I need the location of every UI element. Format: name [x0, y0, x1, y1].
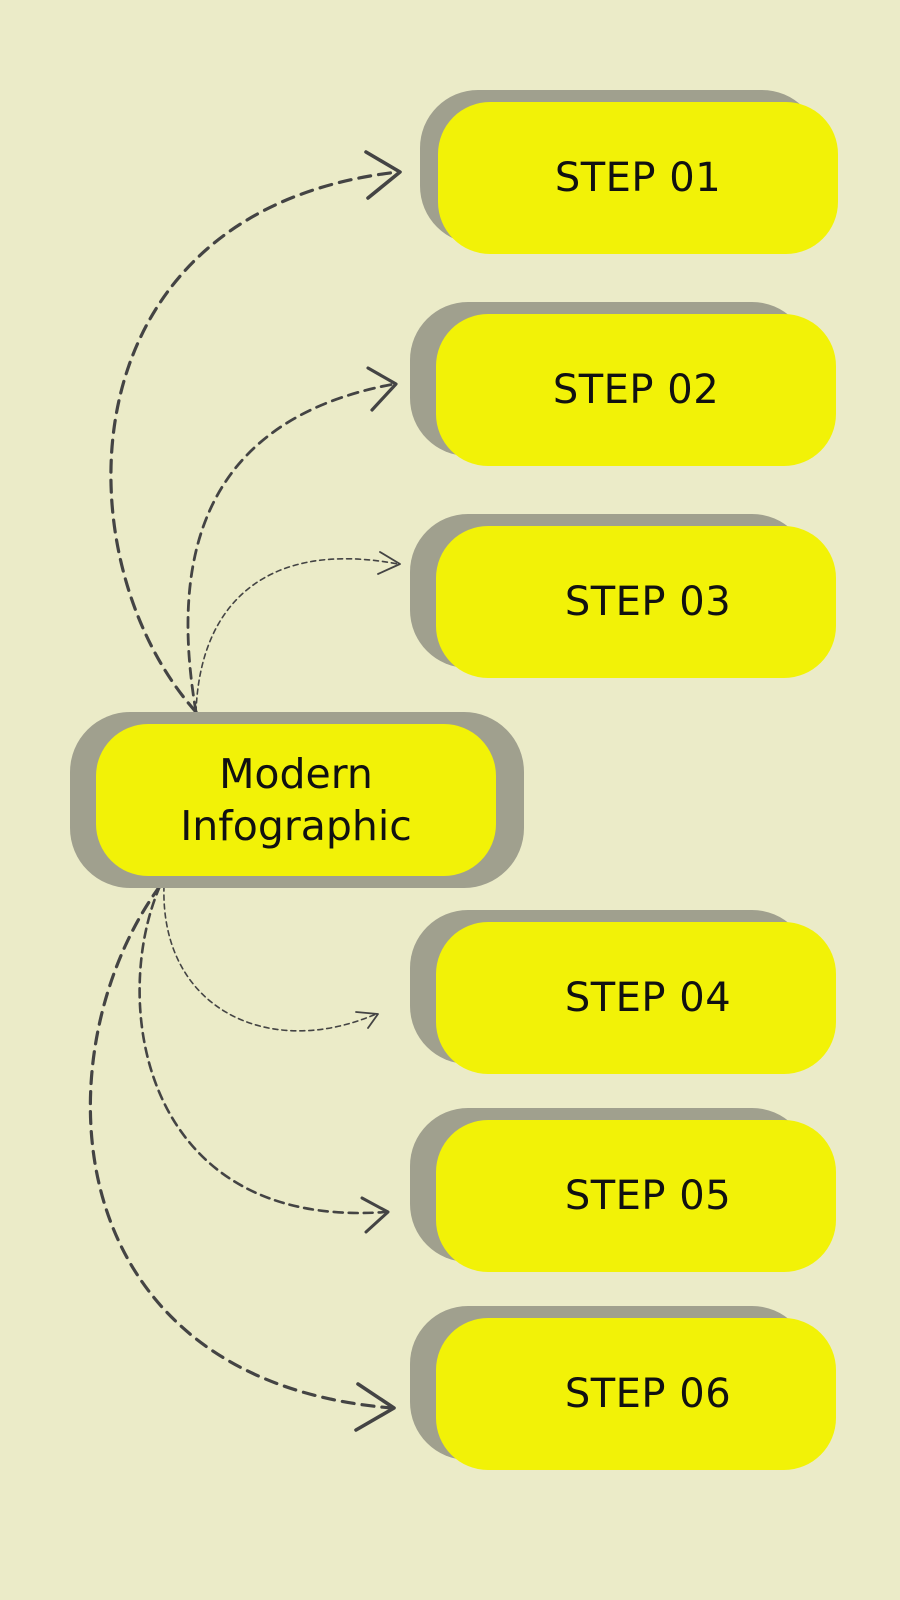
- step-box-04-face: STEP 04: [436, 922, 836, 1074]
- step-label-01: STEP 01: [554, 155, 722, 201]
- step-box-01-face: STEP 01: [438, 102, 838, 254]
- connector-step-04: [163, 885, 377, 1032]
- step-box-03-face: STEP 03: [436, 526, 836, 678]
- arrowhead-step-02: [366, 366, 398, 412]
- arrowhead-step-04: [355, 1011, 379, 1029]
- step-box-02-face: STEP 02: [436, 314, 836, 466]
- arrowhead-step-03: [377, 551, 401, 575]
- step-box-05-face: STEP 05: [436, 1120, 836, 1272]
- step-box-04: STEP 04: [410, 910, 840, 1076]
- center-title: Modern Infographic: [180, 748, 412, 853]
- connector-step-01: [109, 170, 400, 714]
- center-node-face: Modern Infographic: [96, 724, 496, 876]
- connector-step-03: [195, 557, 399, 713]
- step-label-06: STEP 06: [564, 1371, 732, 1417]
- arrowhead-step-01: [364, 150, 402, 200]
- connector-step-05: [138, 884, 388, 1215]
- step-box-03: STEP 03: [410, 514, 840, 680]
- step-box-06: STEP 06: [410, 1306, 840, 1472]
- step-box-01: STEP 01: [420, 90, 840, 256]
- arrowhead-step-06: [354, 1382, 396, 1432]
- connector-step-02: [186, 382, 396, 714]
- step-box-05: STEP 05: [410, 1108, 840, 1274]
- center-title-line-1: Modern: [219, 749, 373, 798]
- step-label-05: STEP 05: [564, 1173, 732, 1219]
- connector-step-06: [88, 884, 394, 1410]
- step-box-06-face: STEP 06: [436, 1318, 836, 1470]
- center-node: Modern Infographic: [70, 712, 524, 888]
- arrowhead-step-05: [360, 1196, 390, 1234]
- step-box-02: STEP 02: [410, 302, 840, 468]
- center-title-line-2: Infographic: [180, 802, 412, 850]
- step-label-02: STEP 02: [552, 367, 720, 413]
- step-label-04: STEP 04: [564, 975, 732, 1021]
- step-label-03: STEP 03: [564, 579, 732, 625]
